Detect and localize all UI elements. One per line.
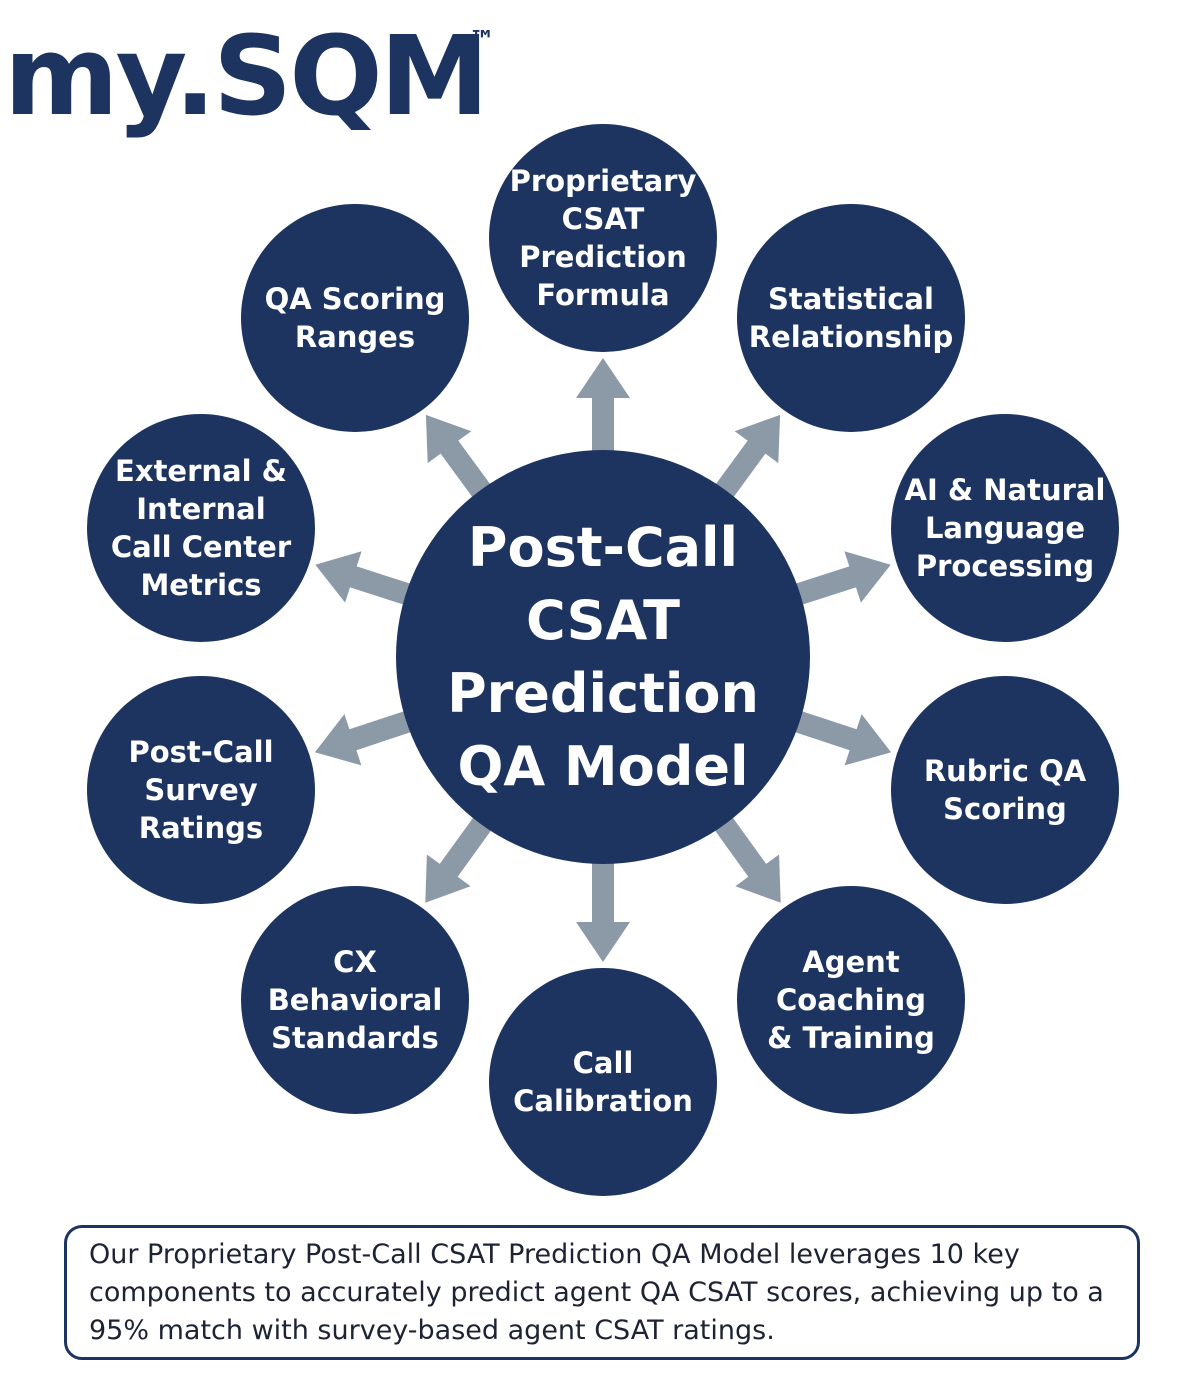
arrow-to-post-call-survey-ratings <box>314 709 416 766</box>
nodes-layer <box>87 124 1119 1196</box>
logo-wordmark: my.SQM <box>4 12 489 140</box>
mysqm-logo: my.SQM ™ <box>4 6 544 156</box>
center-node-label: Post-Call CSAT Prediction QA Model <box>447 516 759 798</box>
arrow-to-call-calibration <box>576 858 630 962</box>
node-external-internal-call-center-metrics <box>87 414 315 642</box>
arrow-to-qa-scoring-ranges <box>425 414 494 502</box>
node-label-statistical-relationship: Statistical Relationship <box>748 282 954 354</box>
node-label-post-call-survey-ratings: Post-Call Survey Ratings <box>128 735 274 845</box>
arrow-to-cx-behavioral-standards <box>425 813 495 903</box>
node-label-external-internal-call-center-metrics: External & Internal Call Center Metrics <box>110 454 292 602</box>
arrow-to-proprietary-csat-prediction-formula <box>576 358 630 456</box>
arrow-to-statistical-relationship <box>712 414 781 502</box>
node-label-proprietary-csat-prediction-formula: Proprietary CSAT Prediction Formula <box>509 164 697 312</box>
arrow-to-agent-coaching-training <box>711 813 781 903</box>
node-post-call-survey-ratings <box>87 676 315 904</box>
arrow-to-ai-natural-language-processing <box>791 551 891 607</box>
node-agent-coaching-training <box>737 886 965 1114</box>
center-node <box>396 450 810 864</box>
node-ai-natural-language-processing <box>891 414 1119 642</box>
node-qa-scoring-ranges <box>241 204 469 432</box>
node-label-agent-coaching-training: Agent Coaching & Training <box>767 945 935 1055</box>
node-statistical-relationship <box>737 204 965 432</box>
arrows-layer <box>314 358 892 962</box>
arrow-to-rubric-qa-scoring <box>790 709 892 766</box>
node-label-rubric-qa-scoring: Rubric QA Scoring <box>923 754 1087 826</box>
node-label-cx-behavioral-standards: CX Behavioral Standards <box>267 945 443 1055</box>
node-proprietary-csat-prediction-formula <box>489 124 717 352</box>
node-call-calibration <box>489 968 717 1196</box>
node-label-ai-natural-language-processing: AI & Natural Language Processing <box>904 473 1106 583</box>
node-rubric-qa-scoring <box>891 676 1119 904</box>
node-label-call-calibration: Call Calibration <box>513 1046 693 1118</box>
caption-text: Our Proprietary Post-Call CSAT Predictio… <box>89 1238 1104 1346</box>
node-cx-behavioral-standards <box>241 886 469 1114</box>
arrow-to-external-internal-call-center-metrics <box>315 551 415 607</box>
node-label-qa-scoring-ranges: QA Scoring Ranges <box>264 282 446 354</box>
caption-box: Our Proprietary Post-Call CSAT Predictio… <box>64 1225 1140 1360</box>
logo-trademark: ™ <box>469 26 495 56</box>
